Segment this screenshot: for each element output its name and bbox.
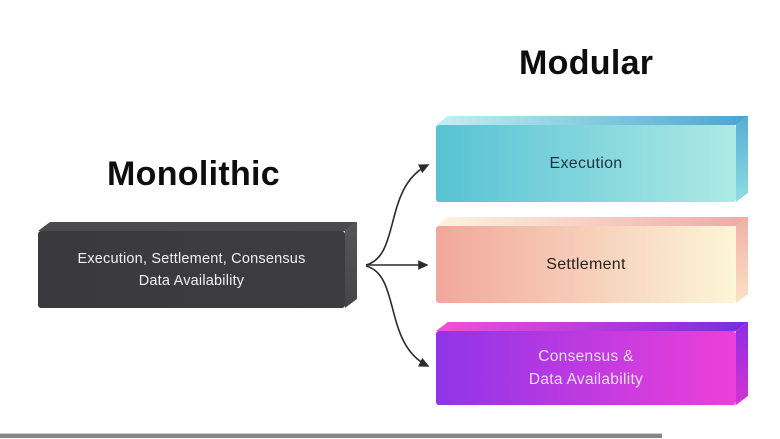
heading-modular: Modular — [519, 44, 654, 82]
execution-box-side-face — [736, 116, 748, 202]
arrow-to-execution — [365, 164, 430, 266]
bottom-divider-bar — [0, 433, 662, 438]
monolithic-box: Execution, Settlement, Consensus Data Av… — [38, 222, 357, 308]
monolithic-box-side-face — [345, 222, 357, 308]
monolithic-box-top-face — [38, 222, 357, 231]
settlement-box-front-face: Settlement — [436, 226, 736, 303]
modular-box-settlement: Settlement — [436, 217, 748, 303]
monolithic-box-label-line2: Data Availability — [138, 272, 245, 289]
consensus-box-label: Consensus & Data Availability — [529, 345, 643, 391]
consensus-box-label-line1: Consensus & — [538, 348, 634, 365]
consensus-box-top-face — [436, 322, 748, 331]
consensus-box-label-line2: Data Availability — [528, 371, 644, 388]
modular-box-execution: Execution — [436, 116, 748, 202]
execution-box-top-face — [436, 116, 748, 125]
settlement-box-label: Settlement — [546, 255, 626, 273]
execution-box-label: Execution — [549, 154, 623, 172]
execution-box-front-face: Execution — [436, 125, 736, 202]
monolithic-box-label-line1: Execution, Settlement, Consensus — [77, 250, 306, 267]
monolithic-box-label: Execution, Settlement, Consensus Data Av… — [77, 248, 305, 292]
modular-box-consensus: Consensus & Data Availability — [436, 322, 748, 405]
arrow-to-consensus — [365, 265, 430, 367]
monolithic-box-front-face: Execution, Settlement, Consensus Data Av… — [38, 231, 345, 308]
settlement-box-top-face — [436, 217, 748, 226]
consensus-box-front-face: Consensus & Data Availability — [436, 331, 736, 405]
consensus-box-side-face — [736, 322, 748, 405]
heading-monolithic: Monolithic — [107, 155, 280, 193]
settlement-box-side-face — [736, 217, 748, 303]
